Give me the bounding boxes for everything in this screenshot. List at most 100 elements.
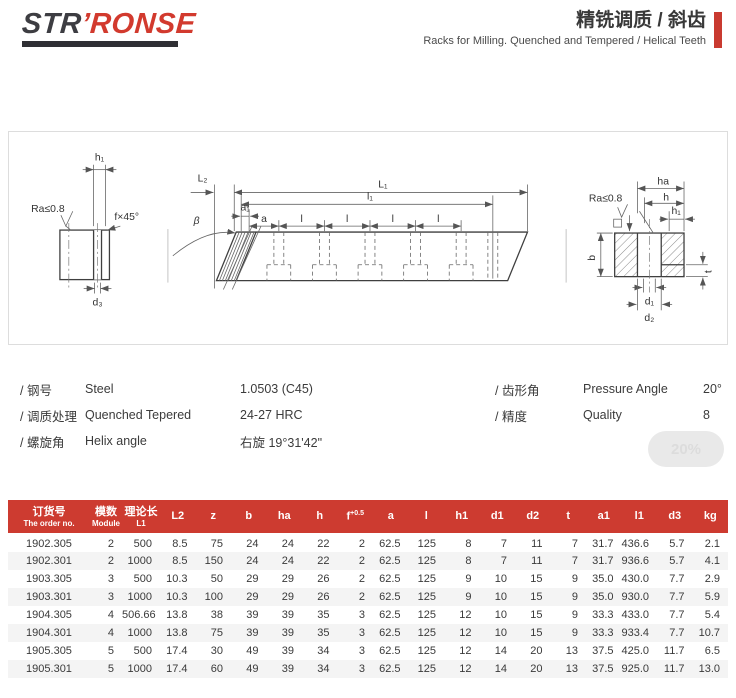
- dim-label-l: l: [392, 214, 394, 225]
- table-cell: 62.5: [379, 609, 401, 621]
- table-cell: 39: [281, 645, 294, 657]
- table-cell: 39: [281, 627, 294, 639]
- table-cell: 12: [459, 645, 472, 657]
- table-cell: 33.3: [592, 609, 614, 621]
- table-cell: 24: [246, 555, 259, 567]
- table-cell: 12: [459, 627, 472, 639]
- table-cell: 13: [565, 645, 578, 657]
- page-subtitle-en: Racks for Milling. Quenched and Tempered…: [423, 35, 706, 47]
- table-cell: 1000: [127, 555, 152, 567]
- column-header-d1: d1: [479, 500, 515, 536]
- column-header-z: z: [195, 500, 231, 536]
- technical-drawing: h₁ Ra≤0.8 f×45° d₃: [31, 153, 715, 324]
- logo-underline: [22, 41, 178, 47]
- table-cell: 22: [317, 555, 330, 567]
- spec-value: 8: [703, 408, 710, 422]
- table-cell: 6.5: [704, 645, 720, 657]
- table-cell: 1902.305: [26, 537, 72, 550]
- table-cell: 10: [494, 627, 507, 639]
- table-cell: 13: [565, 663, 578, 675]
- column-header-a: a: [373, 500, 409, 536]
- table-cell: 500: [133, 645, 152, 657]
- table-cell: 39: [246, 627, 259, 639]
- spec-value: 24-27 HRC: [240, 408, 303, 422]
- table-cell: 125: [417, 555, 436, 567]
- table-cell: 10: [494, 591, 507, 603]
- dim-label-d3: d₃: [93, 297, 103, 308]
- table-cell: 62.5: [379, 645, 401, 657]
- dim-label-h1-left: h₁: [95, 153, 105, 164]
- table-cell: 22: [317, 537, 330, 550]
- dim-label-h1-right: h₁: [671, 206, 681, 217]
- spec-label-en: Helix angle: [85, 434, 147, 448]
- table-cell: 1000: [127, 627, 152, 639]
- table-cell: 62.5: [379, 537, 401, 550]
- table-cell: 3: [358, 645, 365, 657]
- table-cell: 9: [571, 573, 578, 585]
- spec-row-helix-angle: / 螺旋角 Helix angle 右旋 19°31'42": [20, 428, 322, 454]
- table-cell: 1904.305: [26, 609, 72, 621]
- title-block: 精铣调质 / 斜齿 Racks for Milling. Quenched an…: [423, 9, 706, 47]
- table-cell: 3: [107, 573, 114, 585]
- table-cell: 12: [459, 663, 472, 675]
- spec-label-cn: / 螺旋角: [20, 435, 65, 450]
- roughness-icon: [617, 204, 628, 219]
- spec-row-steel: / 钢号 Steel 1.0503 (C45): [20, 376, 322, 402]
- table-cell: 37.5: [592, 663, 614, 675]
- table-cell: 8: [465, 555, 472, 567]
- column-header-ha: ha: [266, 500, 302, 536]
- table-cell: 5.7: [669, 555, 685, 567]
- table-cell: 2: [107, 537, 114, 550]
- table-cell: 62.5: [379, 591, 401, 603]
- table-cell: 10.3: [166, 591, 188, 603]
- table-cell: 62.5: [379, 573, 401, 585]
- table-cell: 8: [465, 537, 472, 550]
- table-cell: 24: [281, 555, 294, 567]
- table-cell: 75: [210, 627, 223, 639]
- table-cell: 930.0: [621, 591, 650, 603]
- table-cell: 2: [358, 537, 365, 550]
- table-cell: 125: [417, 591, 436, 603]
- column-header-b: b: [231, 500, 267, 536]
- dim-label-a1: a₁: [241, 202, 251, 213]
- table-cell: 39: [281, 609, 294, 621]
- table-cell: 9: [465, 573, 472, 585]
- table-cell: 150: [204, 555, 223, 567]
- page-title-cn: 精铣调质 / 斜齿: [576, 10, 706, 31]
- table-cell: 4: [107, 627, 114, 639]
- table-cell: 125: [417, 573, 436, 585]
- column-header-kg: kg: [692, 500, 728, 536]
- brand-logo-text: STR’RONSE: [21, 8, 197, 40]
- dim-label-ha: ha: [657, 177, 669, 188]
- table-cell: 11.7: [663, 663, 685, 675]
- spec-label-cn: / 钢号: [20, 383, 52, 398]
- table-cell: 35: [317, 627, 330, 639]
- table-cell: 10.7: [698, 627, 720, 639]
- table-cell: 1000: [127, 663, 152, 675]
- column-header-h1: h1: [444, 500, 480, 536]
- table-cell: 2: [358, 573, 365, 585]
- table-cell: 433.0: [621, 609, 650, 621]
- table-cell: 2: [358, 555, 365, 567]
- spec-section-left: / 钢号 Steel 1.0503 (C45) / 调质处理 Quenched …: [20, 376, 322, 454]
- table-cell: 3: [358, 663, 365, 675]
- table-cell: 39: [281, 663, 294, 675]
- table-cell: 15: [530, 591, 543, 603]
- table-cell: 436.6: [621, 537, 650, 550]
- column-header-d2: d2: [515, 500, 551, 536]
- spec-label-cn: / 调质处理: [20, 409, 77, 424]
- dim-label-h: h: [663, 192, 669, 203]
- table-cell: 8.5: [172, 555, 188, 567]
- table-cell: 1904.301: [26, 627, 72, 639]
- brand-logo: STR’RONSE: [21, 8, 197, 47]
- table-cell: 20: [530, 645, 543, 657]
- table-cell: 9: [571, 627, 578, 639]
- table-cell: 7.7: [669, 627, 685, 639]
- table-cell: 37.5: [592, 645, 614, 657]
- table-cell: 7: [500, 537, 507, 550]
- table-cell: 29: [281, 573, 294, 585]
